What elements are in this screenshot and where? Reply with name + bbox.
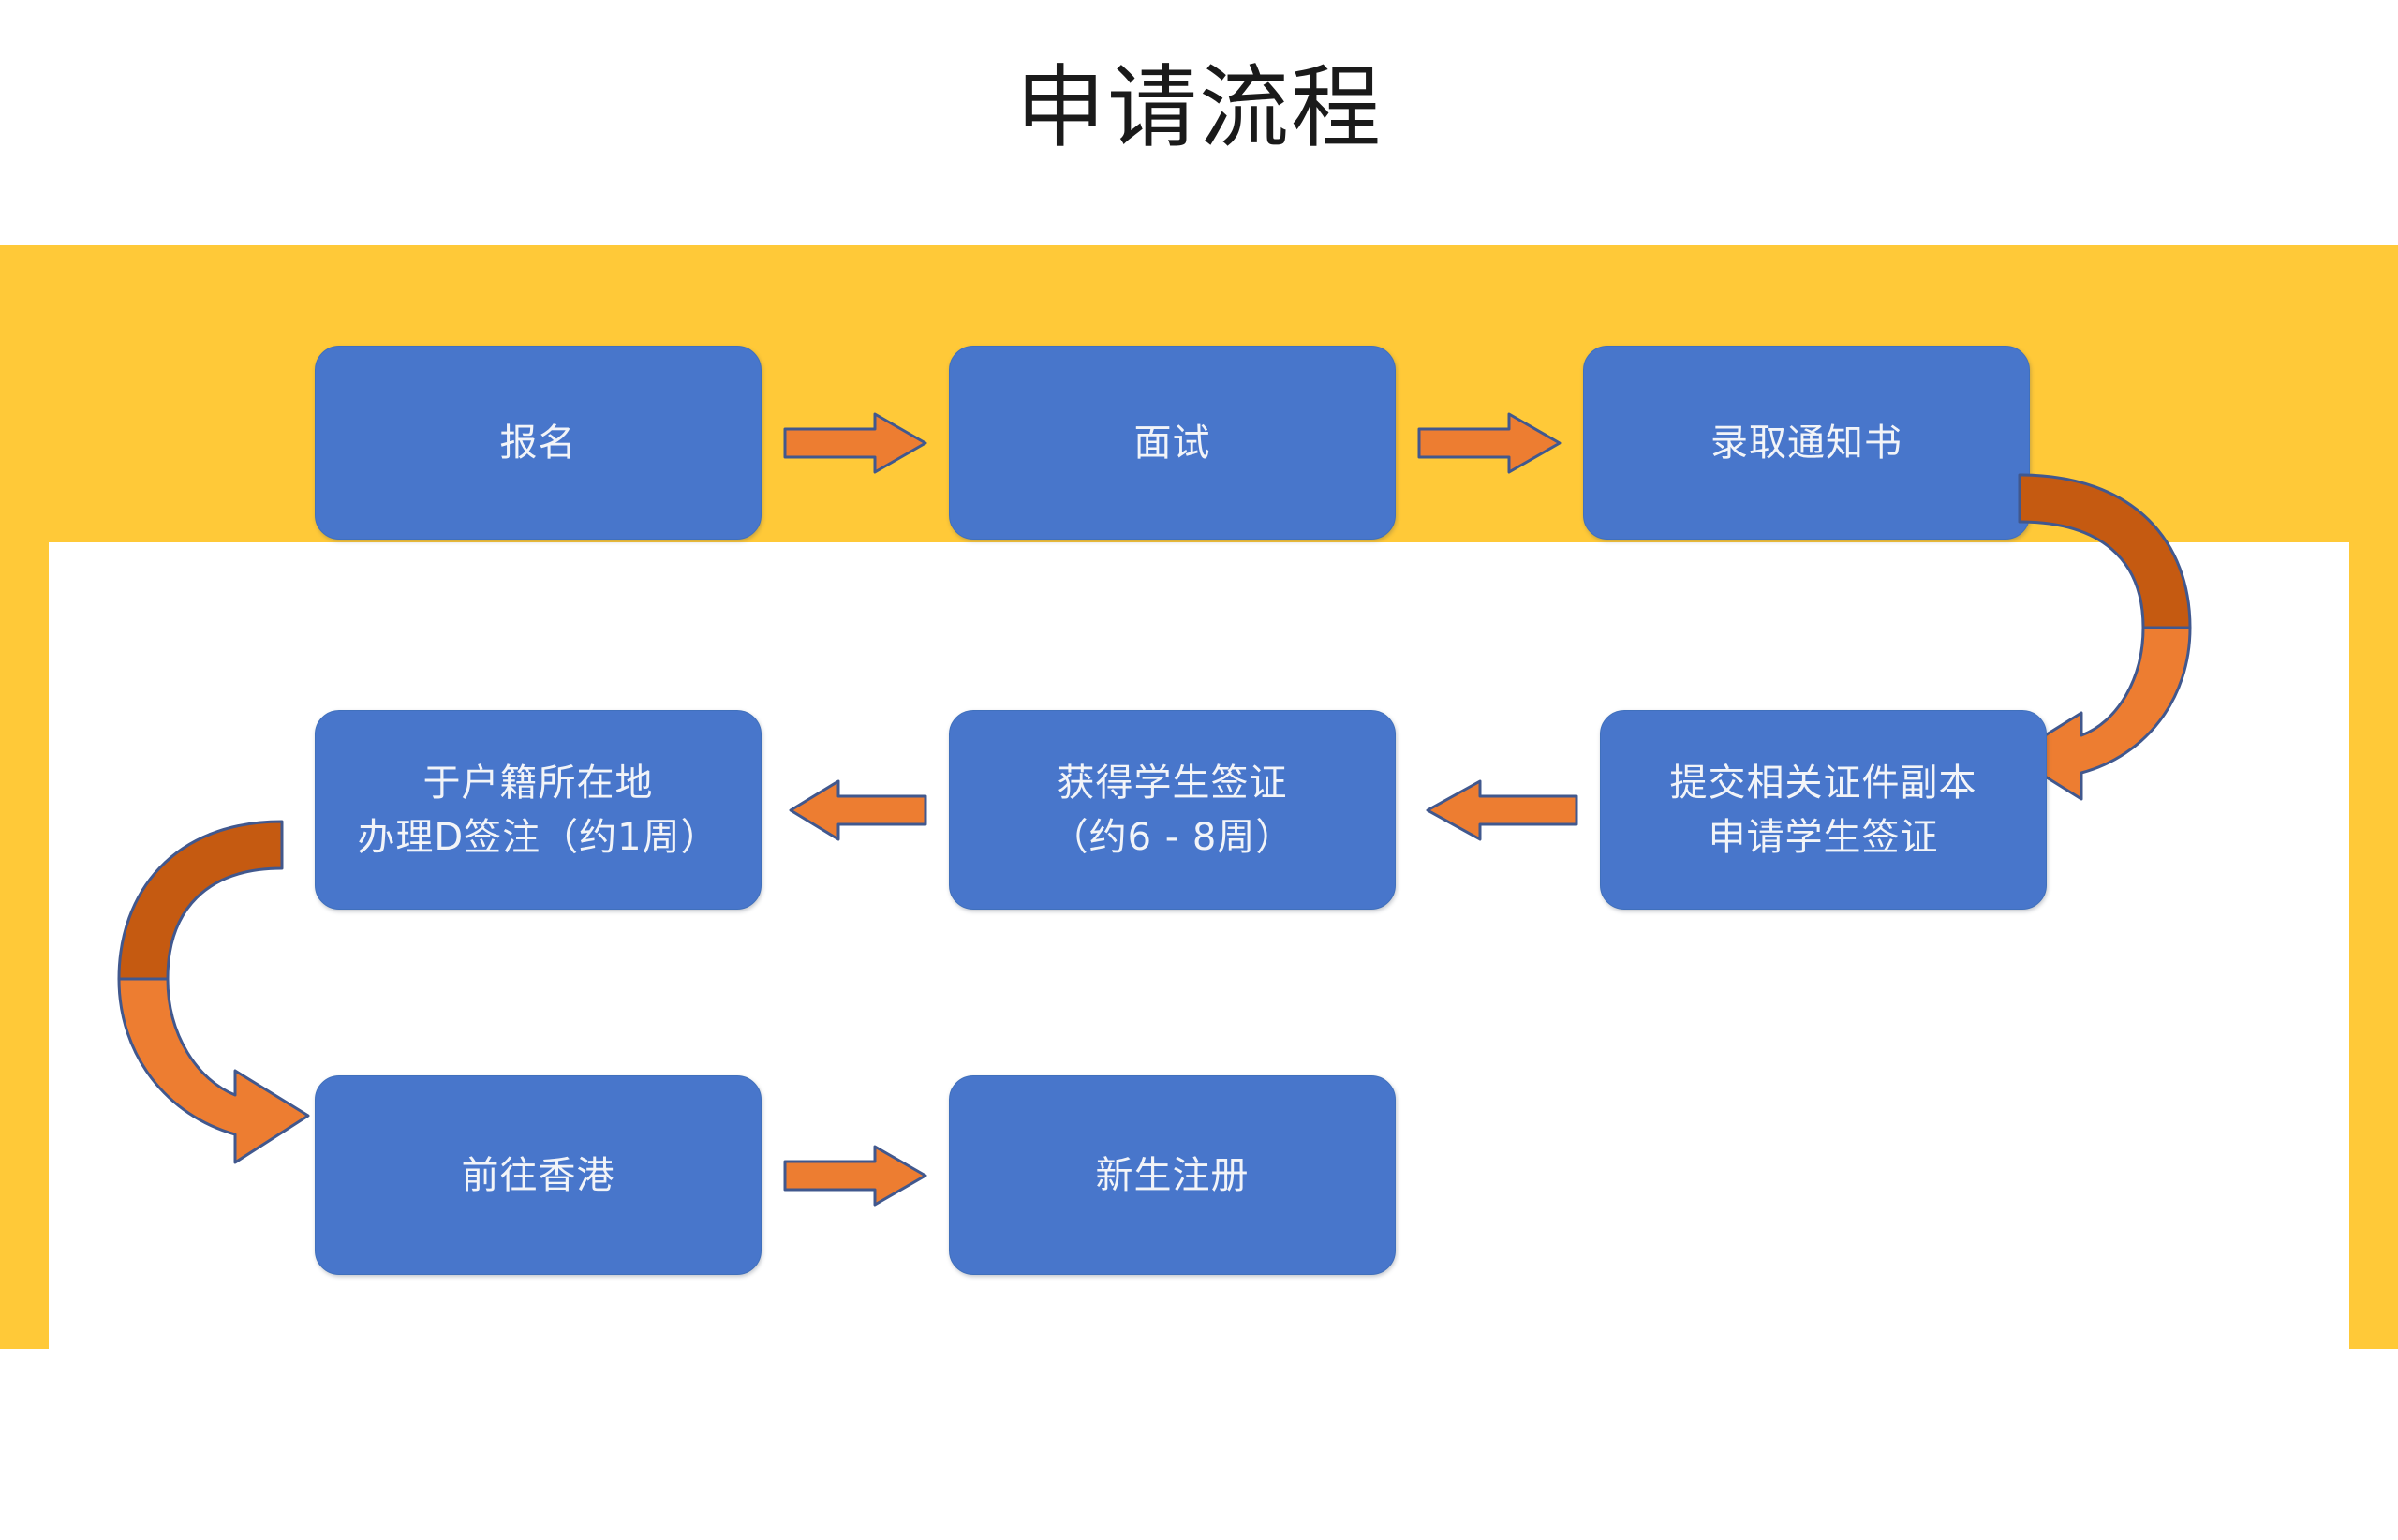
flow-node-label-line2: 申请学生签证 <box>1708 815 1939 859</box>
flow-arrow-right-2 <box>1417 412 1562 474</box>
flow-node-label: 报名 <box>499 421 577 465</box>
flow-node-d-endorsement[interactable]: 于户籍所在地 办理D签注（约1周） <box>315 710 762 910</box>
page-title: 申请流程 <box>1015 55 1383 160</box>
flow-node-admission-letter[interactable]: 录取通知书 <box>1583 346 2030 540</box>
flow-node-label: 新生注册 <box>1095 1153 1250 1197</box>
flow-node-interview[interactable]: 面试 <box>949 346 1396 540</box>
flow-node-travel-hongkong[interactable]: 前往香港 <box>315 1075 762 1275</box>
flow-node-label-line2: 办理D签注（约1周） <box>357 815 719 859</box>
flow-node-label: 录取通知书 <box>1710 421 1902 465</box>
flow-arrow-left-1 <box>1424 779 1578 841</box>
flow-node-registration[interactable]: 报名 <box>315 346 762 540</box>
flow-node-obtain-visa[interactable]: 获得学生签证 （约6 - 8周） <box>949 710 1396 910</box>
slide-canvas: 申请流程 报名 面试 录取通知书 <box>0 55 2398 1349</box>
flow-arrow-left-2 <box>787 779 927 841</box>
flow-arrow-right-3 <box>783 1145 927 1207</box>
flow-node-submit-documents[interactable]: 提交相关证件副本 申请学生签证 <box>1600 710 2047 910</box>
flow-node-label: 面试 <box>1133 421 1211 465</box>
flow-node-label-line2: （约6 - 8周） <box>1050 815 1295 859</box>
flow-node-label: 提交相关证件副本 <box>1669 761 1977 805</box>
flow-node-label: 前往香港 <box>461 1153 615 1197</box>
flow-arrow-right-1 <box>783 412 927 474</box>
flowchart: 报名 面试 录取通知书 <box>98 346 2295 1275</box>
flow-node-label: 获得学生签证 <box>1057 761 1288 805</box>
flow-node-new-student-enrollment[interactable]: 新生注册 <box>949 1075 1396 1275</box>
flow-arrow-curved-down-right <box>98 801 389 1194</box>
flow-node-label: 于户籍所在地 <box>422 761 654 805</box>
flow-arrow-curved-down-left <box>1995 454 2295 829</box>
